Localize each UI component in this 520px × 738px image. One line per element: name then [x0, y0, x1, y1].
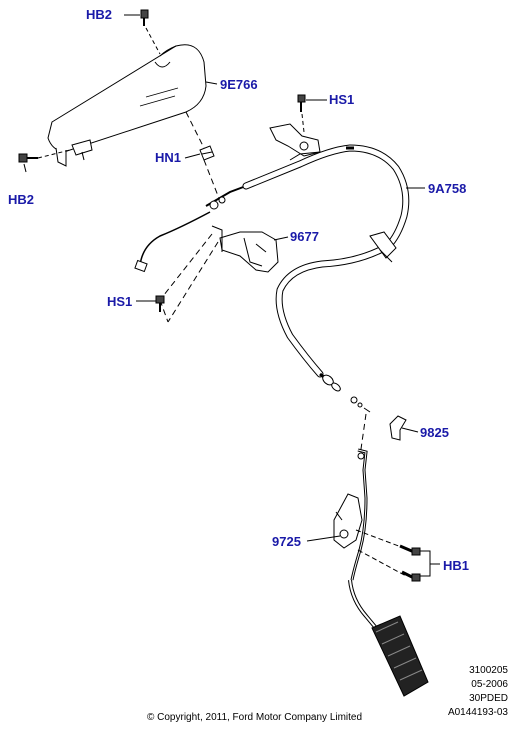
callout-hb1: HB1: [443, 558, 470, 573]
callout-9825: 9825: [420, 425, 449, 440]
copyright-notice: © Copyright, 2011, Ford Motor Company Li…: [147, 712, 363, 723]
hb1-bolts: [399, 544, 421, 582]
callout-9a758: 9A758: [428, 181, 467, 196]
leader-lines: [23, 14, 440, 577]
pedal-cover-9e766: [47, 44, 207, 167]
hn1-clip: [199, 145, 215, 161]
clip-9825: [389, 415, 407, 441]
cable-bracket-upper: [269, 123, 321, 161]
callout-9677: 9677: [290, 229, 319, 244]
bracket-9677: [211, 225, 279, 273]
connector-cable: [139, 211, 211, 267]
pedal-assembly-9725: [333, 448, 429, 697]
info-line-1: 3100205: [469, 665, 508, 676]
cable-end-fitting: [319, 372, 363, 408]
callout-hb2-top: HB2: [86, 7, 113, 22]
callout-hs1-left: HS1: [107, 294, 133, 309]
info-line-4: A0144193-03: [447, 707, 508, 718]
callout-hb2-left: HB2: [8, 192, 35, 207]
hb2-bolt-left: [18, 153, 38, 163]
info-line-2: 05-2006: [471, 679, 508, 690]
info-line-3: 30PDED: [469, 693, 508, 704]
callout-hs1-top: HS1: [329, 92, 355, 107]
hb2-bolt-top: [140, 9, 149, 26]
hs1-bolt-top: [297, 94, 306, 112]
callout-9e766: 9E766: [220, 77, 258, 92]
callout-9725: 9725: [272, 534, 301, 549]
accelerator-cable-9a758: [242, 144, 410, 378]
callout-hn1: HN1: [155, 150, 182, 165]
hs1-bolt-left: [155, 295, 165, 312]
hb2-top-leader: [145, 27, 161, 55]
